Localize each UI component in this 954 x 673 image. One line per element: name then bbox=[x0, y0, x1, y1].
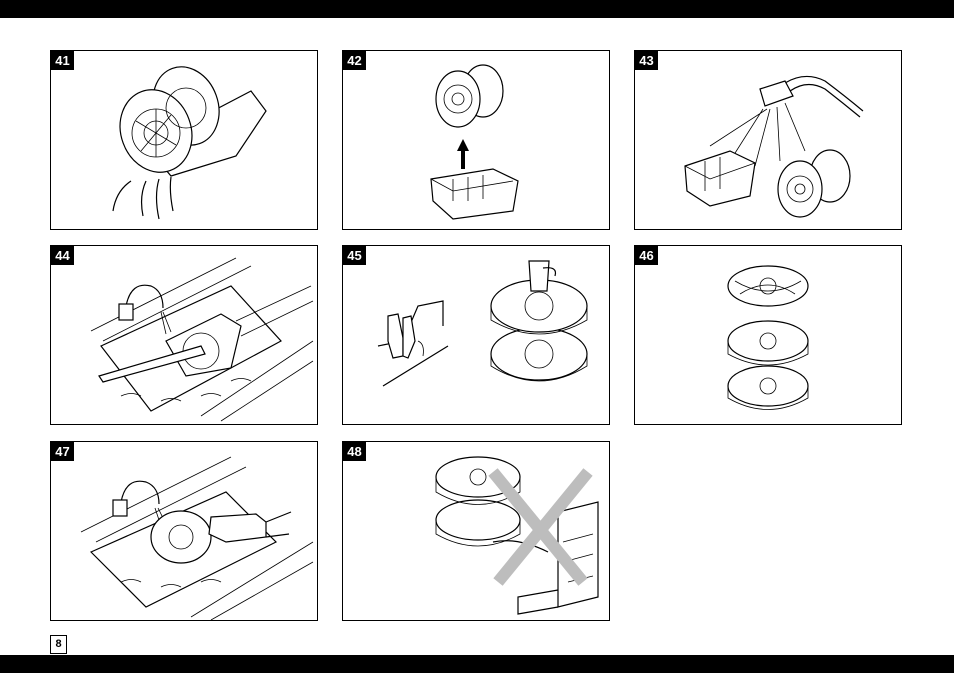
page-number: 8 bbox=[50, 635, 67, 654]
figure-45-panel: 45 bbox=[342, 245, 610, 425]
hand-wash-icon bbox=[51, 442, 318, 621]
filter-discs-icon bbox=[635, 246, 902, 425]
filter-draining-icon bbox=[51, 51, 318, 230]
top-bar bbox=[0, 0, 954, 18]
figure-48-panel: 48 bbox=[342, 441, 610, 621]
figure-41-panel: 41 bbox=[50, 50, 318, 230]
no-dishwasher-icon bbox=[343, 442, 610, 621]
shower-rinse-icon bbox=[635, 51, 902, 230]
filter-disassembly-icon bbox=[343, 246, 610, 425]
filter-removal-icon bbox=[343, 51, 610, 230]
figure-46-panel: 46 bbox=[634, 245, 902, 425]
sink-cleaning-icon bbox=[51, 246, 318, 425]
figure-43-panel: 43 bbox=[634, 50, 902, 230]
figure-47-panel: 47 bbox=[50, 441, 318, 621]
figure-42-panel: 42 bbox=[342, 50, 610, 230]
bottom-bar bbox=[0, 655, 954, 673]
figure-44-panel: 44 bbox=[50, 245, 318, 425]
